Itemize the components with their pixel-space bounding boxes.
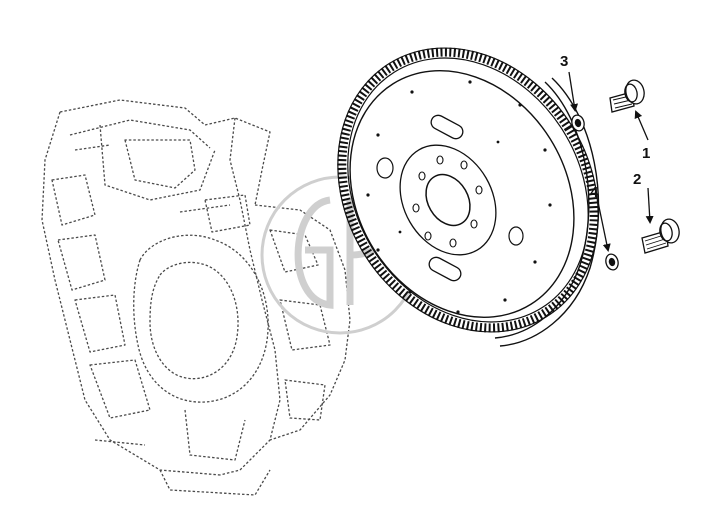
callout-2: 2 (633, 171, 641, 188)
washer-upper (571, 114, 585, 132)
flywheel-face (349, 70, 575, 318)
flywheel-hub (399, 144, 497, 256)
center-bore (425, 173, 471, 227)
arrow-3 (568, 71, 579, 112)
callout-4: 4 (590, 184, 599, 201)
bolt-upper (609, 79, 645, 113)
arrow-4 (597, 201, 611, 252)
engine-block-outline (41, 99, 351, 496)
arrow-1 (634, 110, 649, 141)
callout-1: 1 (642, 145, 650, 162)
bolt-lower (641, 218, 680, 254)
washer-lower (605, 253, 619, 271)
arrow-2 (645, 187, 654, 224)
flywheel-slots (428, 114, 464, 282)
outer-bolt-pattern (366, 80, 552, 314)
callout-3: 3 (560, 53, 568, 70)
crank-bolt-holes (412, 155, 483, 248)
flywheel-holes (376, 157, 524, 246)
leader-arrows (568, 71, 654, 252)
flywheel (337, 47, 600, 347)
ring-gear-teeth (337, 47, 599, 333)
